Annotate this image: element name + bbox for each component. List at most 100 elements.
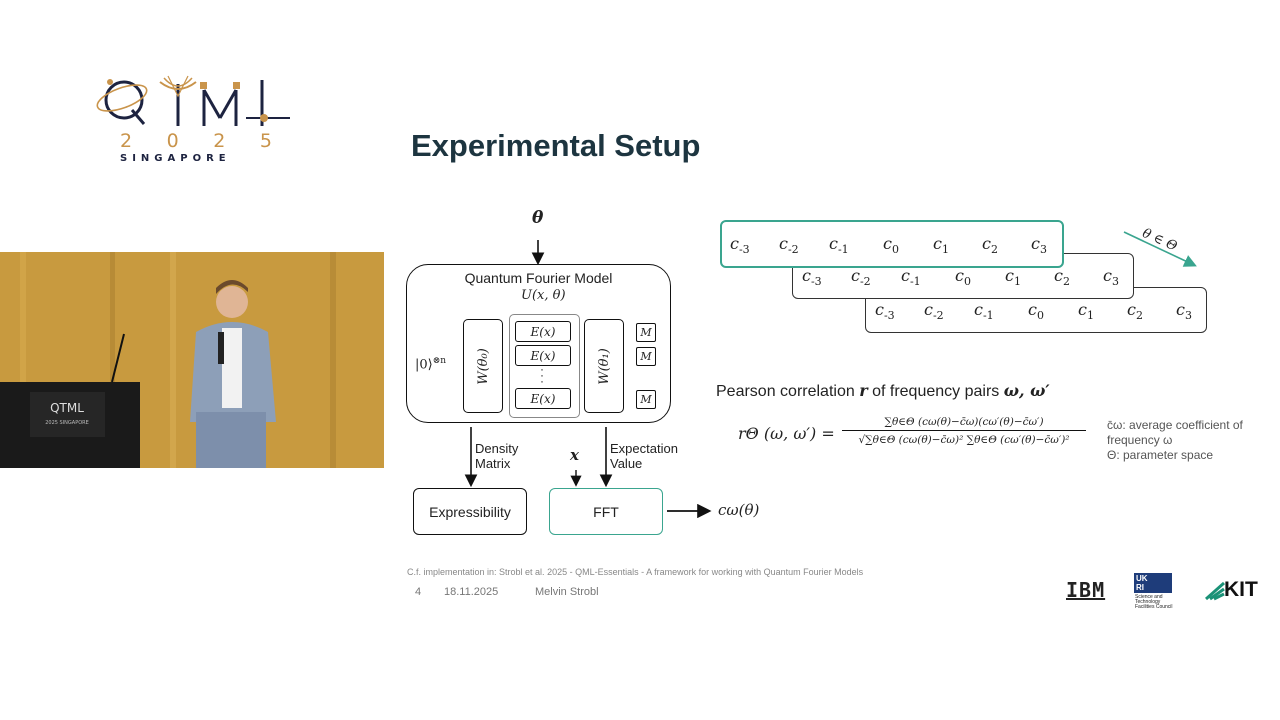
w1-gate: W(θ₁) — [584, 319, 624, 413]
initial-state-sup: ⊗n — [432, 356, 447, 366]
fft-box: FFT — [549, 488, 663, 535]
coefficient: c-2 — [924, 300, 944, 323]
legend-line: c̄ω: average coefficient of — [1107, 418, 1243, 432]
coefficient-index: 2 — [990, 243, 998, 257]
measurement-3: M — [636, 390, 656, 409]
coefficient: c2 — [1054, 266, 1070, 289]
coefficient: c1 — [933, 234, 949, 257]
legend-line: frequency ω — [1107, 433, 1173, 447]
expressibility-box: Expressibility — [413, 488, 527, 535]
initial-state-label: |0⟩⊗n — [415, 356, 446, 372]
ukri-logo-line: UK — [1136, 574, 1148, 583]
speaker-video: QTML 2025 SINGAPORE — [0, 252, 384, 468]
slide-title: Experimental Setup — [411, 128, 701, 163]
pearson-numerator: ∑θ∈Θ (cω(θ)−c̄ω)(cω′(θ)−c̄ω′) — [884, 416, 1044, 428]
coefficient: c2 — [982, 234, 998, 257]
stfc-line: Science and — [1135, 594, 1163, 600]
coefficient: c-2 — [851, 266, 871, 289]
coefficient: c1 — [1078, 300, 1094, 323]
coefficient: c-3 — [730, 234, 750, 257]
expect-label-line: Value — [610, 456, 643, 471]
coefficient-index: 0 — [1036, 309, 1044, 323]
kit-logo-mark — [1205, 581, 1225, 601]
encoding-gate-1: E(x) — [515, 321, 571, 342]
coefficient-index: -2 — [787, 243, 799, 257]
coefficient-index: 2 — [1062, 275, 1070, 289]
coefficient-index: 2 — [1135, 309, 1143, 323]
logo-year: 2 0 2 5 — [116, 130, 276, 152]
stfc-line: Facilities Council — [1135, 604, 1173, 610]
slide-author: Melvin Strobl — [535, 586, 599, 598]
logo-year-digit: 0 — [166, 130, 179, 152]
kit-logo: KIT — [1204, 578, 1258, 602]
coefficient: c0 — [883, 234, 899, 257]
w0-gate-label: W(θ₀) — [475, 347, 491, 385]
fourier-coefficient-output: cω(θ) — [718, 501, 760, 519]
qtml-logo-mark — [96, 75, 290, 126]
pearson-heading-r: r — [859, 381, 868, 400]
coefficient-index: 1 — [941, 243, 949, 257]
coefficient-index: 1 — [1086, 309, 1094, 323]
coefficient-index: 0 — [963, 275, 971, 289]
pearson-fraction: ∑θ∈Θ (cω(θ)−c̄ω)(cω′(θ)−c̄ω′) √∑θ∈Θ (cω(… — [842, 416, 1086, 446]
coefficient: c-3 — [802, 266, 822, 289]
conference-logo — [96, 74, 296, 169]
expect-label-line: Expectation — [610, 441, 678, 456]
coefficient-index: 3 — [1184, 309, 1192, 323]
slide-date: 18.11.2025 — [444, 586, 499, 598]
pearson-heading-pair: ω, ω′ — [1003, 381, 1050, 400]
coefficient-index: -2 — [859, 275, 871, 289]
encoding-gate-label: E(x) — [530, 324, 556, 339]
ibm-logo: IBM — [1066, 578, 1106, 602]
speaker-video-image: QTML 2025 SINGAPORE — [0, 252, 384, 468]
stfc-label: Science and Technology Facilities Counci… — [1135, 595, 1173, 610]
coefficient-index: 0 — [891, 243, 899, 257]
ukri-logo: UK RI — [1134, 573, 1172, 593]
encoding-gate-label: E(x) — [530, 348, 556, 363]
logo-year-digit: 2 — [213, 130, 226, 152]
parameter-set-label: θ ∈ Θ — [1139, 226, 1180, 255]
w1-gate-label: W(θ₁) — [596, 347, 612, 385]
density-matrix-label: Density Matrix — [475, 441, 518, 471]
coefficient: c-3 — [875, 300, 895, 323]
svg-text:2025 SINGAPORE: 2025 SINGAPORE — [45, 420, 89, 426]
coefficient: c2 — [1127, 300, 1143, 323]
coefficient-index: 1 — [1013, 275, 1021, 289]
unitary-label: U(x, θ) — [521, 288, 566, 303]
ukri-logo-line: RI — [1136, 583, 1144, 592]
encoding-gate-2: E(x) — [515, 345, 571, 366]
x-input-label: x — [570, 446, 579, 464]
vertical-ellipsis: ··· — [540, 362, 544, 388]
encoding-gate-3: E(x) — [515, 388, 571, 409]
encoding-group — [509, 314, 580, 418]
theta-input-label: θ — [532, 208, 544, 228]
encoding-gate-label: E(x) — [530, 391, 556, 406]
coefficient-index: 3 — [1111, 275, 1119, 289]
pearson-denominator: √∑θ∈Θ (cω(θ)−c̄ω)² ∑θ∈Θ (cω′(θ)−c̄ω′)² — [858, 434, 1070, 446]
measurement-2: M — [636, 347, 656, 366]
density-label-line: Density — [475, 441, 519, 456]
slide-number: 4 — [415, 586, 422, 598]
coefficient: c-1 — [901, 266, 921, 289]
expressibility-label: Expressibility — [429, 503, 511, 520]
coefficient-row-1: c-3 c-2 c-1 c0 c1 c2 c3 — [720, 220, 1064, 268]
logo-city: SINGAPORE — [120, 153, 231, 164]
coefficient: c0 — [955, 266, 971, 289]
measurement-1: M — [636, 323, 656, 342]
coefficient: c1 — [1005, 266, 1021, 289]
pearson-legend: c̄ω: average coefficient of frequency ω … — [1107, 418, 1243, 463]
coefficient-index: -3 — [883, 309, 895, 323]
kit-logo-text: KIT — [1224, 578, 1258, 601]
coefficient: c3 — [1103, 266, 1119, 289]
logo-year-digit: 5 — [259, 130, 273, 152]
coefficient: c-1 — [829, 234, 849, 257]
measurement-label: M — [640, 393, 652, 406]
coefficient-index: -1 — [909, 275, 921, 289]
pearson-heading-mid: of frequency pairs — [872, 383, 1000, 400]
coefficient: c-1 — [974, 300, 994, 323]
logo-year-digit: 2 — [119, 130, 133, 152]
pearson-heading: Pearson correlation r of frequency pairs… — [716, 381, 1050, 401]
expectation-value-label: Expectation Value — [610, 441, 678, 471]
legend-line: Θ: parameter space — [1107, 448, 1214, 462]
model-title: Quantum Fourier Model — [464, 270, 613, 286]
